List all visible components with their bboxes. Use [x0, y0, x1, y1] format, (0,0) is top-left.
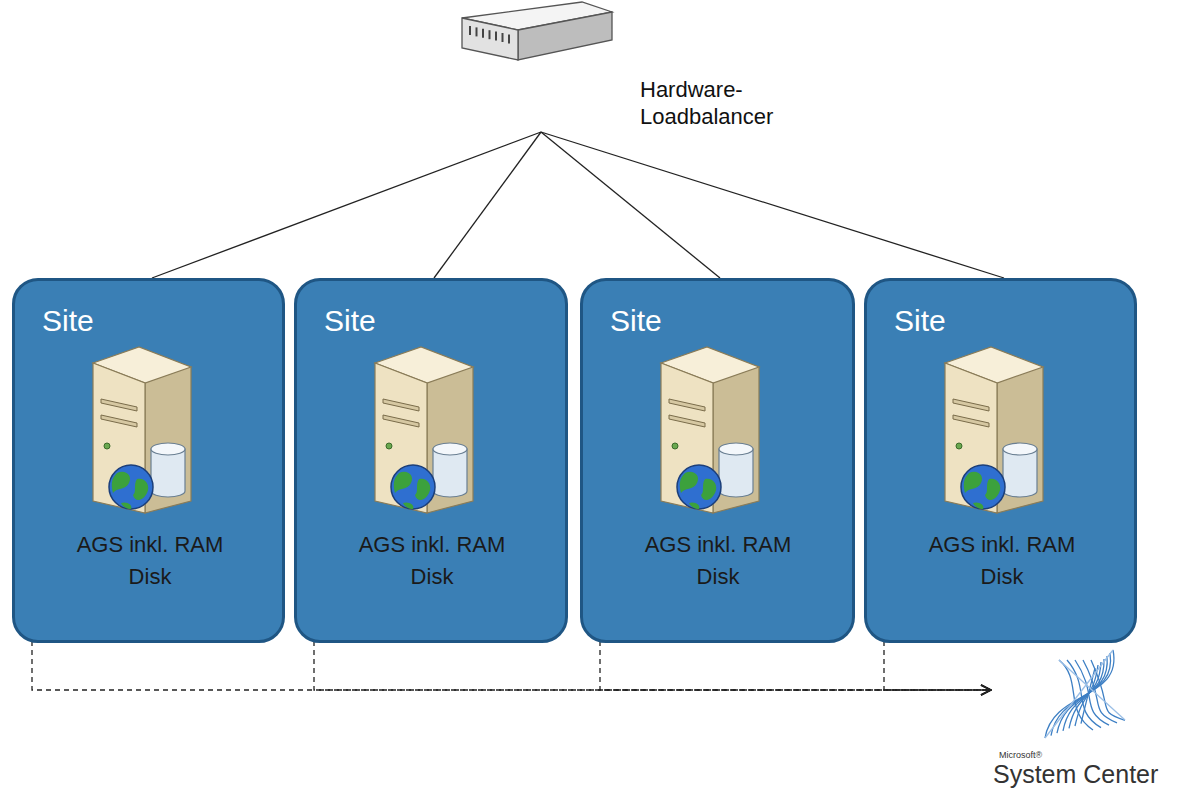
server-icon: [621, 341, 815, 523]
system-center-logo: [993, 620, 1175, 750]
site-box: SiteAGS inkl. RAM Disk: [12, 278, 285, 643]
node-label: AGS inkl. RAM Disk: [905, 529, 1099, 593]
server-node: AGS inkl. RAM Disk: [621, 341, 815, 593]
node-label: AGS inkl. RAM Disk: [621, 529, 815, 593]
site-label: Site: [324, 303, 376, 339]
network-link: [152, 132, 541, 278]
network-link: [434, 132, 541, 278]
network-link: [541, 132, 720, 278]
server-icon: [335, 341, 529, 523]
server-node: AGS inkl. RAM Disk: [53, 341, 247, 593]
network-link: [541, 132, 1004, 278]
site-box: SiteAGS inkl. RAM Disk: [864, 278, 1137, 643]
site-label: Site: [42, 303, 94, 339]
server-node: AGS inkl. RAM Disk: [335, 341, 529, 593]
server-icon: [53, 341, 247, 523]
system-center-node: Microsoft®System Center: [993, 620, 1175, 788]
site-label: Site: [610, 303, 662, 339]
vendor-label: Microsoft®: [999, 750, 1175, 760]
site-box: SiteAGS inkl. RAM Disk: [580, 278, 855, 643]
product-label: System Center: [993, 760, 1175, 788]
loadbalancer-node: Hardware- Loadbalancer: [455, 0, 855, 132]
node-label: AGS inkl. RAM Disk: [53, 529, 247, 593]
node-label: Hardware- Loadbalancer: [640, 76, 800, 130]
server-icon: [905, 341, 1099, 523]
site-box: SiteAGS inkl. RAM Disk: [294, 278, 568, 643]
server-node: AGS inkl. RAM Disk: [905, 341, 1099, 593]
loadbalancer-icon: [455, 0, 625, 70]
site-label: Site: [894, 303, 946, 339]
node-label: AGS inkl. RAM Disk: [335, 529, 529, 593]
